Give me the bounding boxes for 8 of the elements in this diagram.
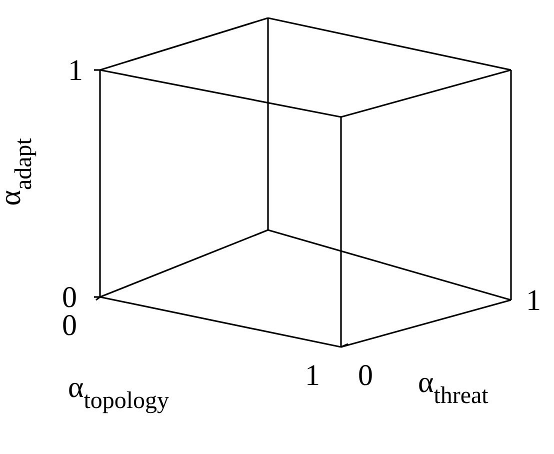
tick-label: 1	[305, 361, 320, 391]
axis-label: α$_{topology}$	[68, 373, 170, 413]
tick-label: 0	[62, 283, 77, 313]
tick-label: 0	[62, 311, 77, 341]
tick-label: 1	[68, 56, 83, 86]
axis-label: α$_{threat}$	[418, 368, 488, 408]
tick-label: 1	[526, 286, 541, 316]
tick-label: 0	[358, 361, 373, 391]
